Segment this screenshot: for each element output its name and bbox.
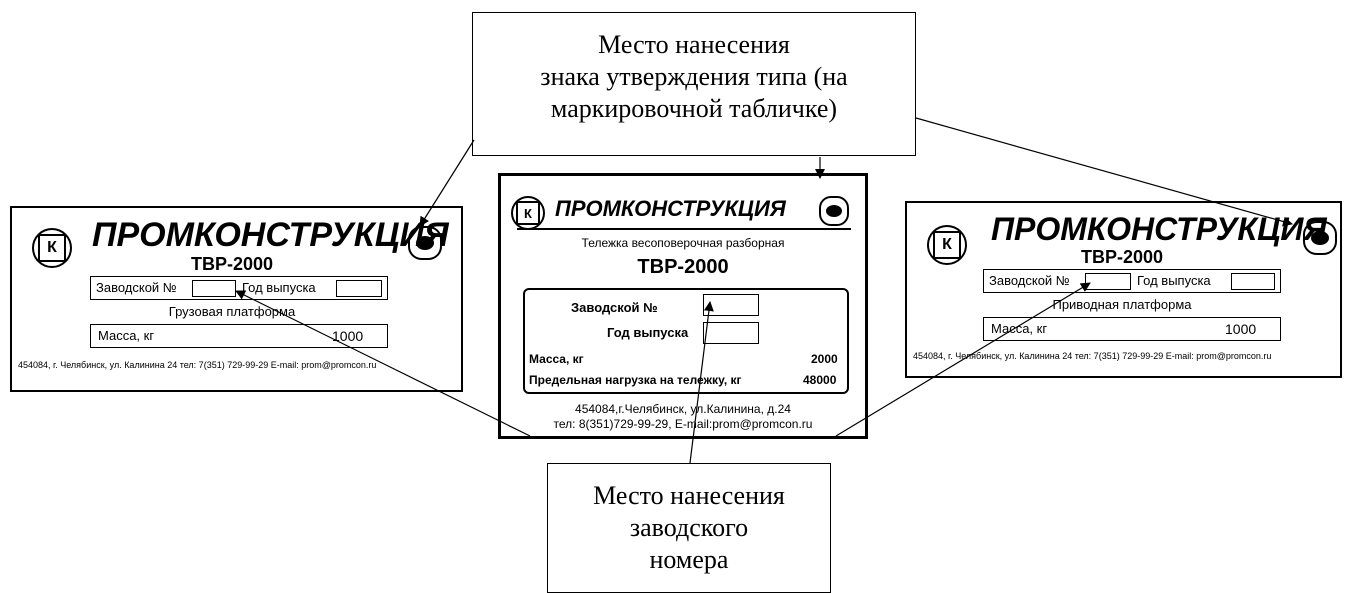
brand-name: ПРОМКОНСТРУКЦИЯ [92,216,449,254]
subtitle: Тележка весоповерочная разборная [581,236,785,250]
callout-bottom-line3: номера [649,545,729,574]
header-divider [517,228,851,230]
year-field [336,280,382,297]
load-value: 48000 [803,373,837,387]
address-line: 454084, г. Челябинск, ул. Калинина 24 те… [18,360,377,370]
plate-main-trolley: К ПРОМКОНСТРУКЦИЯ Тележка весоповерочная… [498,173,868,439]
serial-number-field [1085,273,1131,290]
load-label: Предельная нагрузка на тележку, кг [529,373,742,387]
serial-number-field [703,294,759,316]
mass-value: 1000 [1225,321,1257,337]
serial-year-frame [983,269,1281,293]
address-line-1: 454084,г.Челябинск, ул.Калинина, д.24 [575,402,791,416]
callout-top-line3: маркировочной табличке) [550,94,838,123]
certification-mark-icon [1303,221,1337,255]
address-line-2: тел: 8(351)729-99-29, E-mail:prom@promco… [553,417,813,431]
callout-bottom-line1: Место нанесения [593,481,785,510]
serial-number-label: Заводской № [96,280,177,295]
brand-name: ПРОМКОНСТРУКЦИЯ [555,196,786,221]
platform-label: Приводная платформа [1052,297,1192,312]
callout-top-line2: знака утверждения типа (на [540,62,848,91]
platform-label: Грузовая платформа [168,304,296,319]
serial-number-label: Заводской № [989,273,1070,288]
year-label: Год выпуска [242,280,316,295]
model-label: ТВР-2000 [1080,247,1164,267]
mass-label: Масса, кг [991,321,1048,336]
year-label: Год выпуска [607,325,689,340]
certification-mark-icon [408,226,442,260]
plate-drive-platform: К ПРОМКОНСТРУКЦИЯ ТВР-2000 Заводской № Г… [905,201,1342,378]
address-line: 454084, г. Челябинск, ул. Калинина 24 те… [913,351,1272,361]
callout-type-approval-mark: Место нанесения знака утверждения типа (… [472,12,916,156]
certification-mark-icon [819,196,849,226]
callout-top-line1: Место нанесения [598,30,790,59]
callout-bottom-line2: заводского [629,513,749,542]
mass-label: Масса, кг [529,352,584,366]
serial-number-label: Заводской № [571,300,658,315]
company-logo-icon: К [511,196,545,230]
model-label: ТВР-2000 [637,256,729,278]
brand-name: ПРОМКОНСТРУКЦИЯ [991,211,1327,247]
mass-value: 1000 [332,328,364,344]
company-logo-icon: К [32,228,72,268]
mass-label: Масса, кг [98,328,155,343]
callout-serial-number: Место нанесения заводского номера [547,463,831,593]
year-field [703,322,759,344]
plate-cargo-platform: К ПРОМКОНСТРУКЦИЯ ТВР-2000 Заводской № Г… [10,206,463,392]
mass-value: 2000 [811,352,838,366]
serial-number-field [192,280,236,297]
year-field [1231,273,1275,290]
company-logo-icon: К [927,225,967,265]
year-label: Год выпуска [1137,273,1211,288]
model-label: ТВР-2000 [190,254,274,274]
